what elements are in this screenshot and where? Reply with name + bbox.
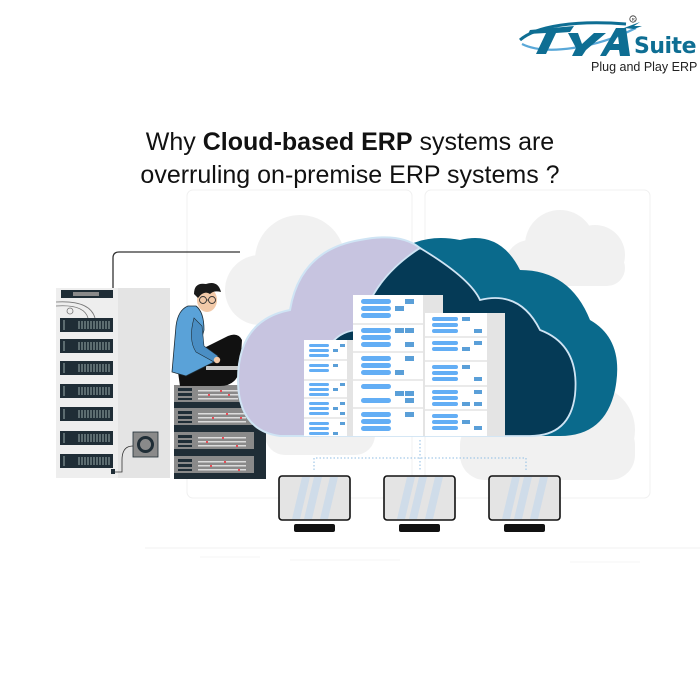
network-connections [313, 440, 527, 470]
svg-text:R: R [632, 17, 636, 22]
person-with-laptop [171, 283, 246, 386]
tya-logo-icon: R [519, 15, 642, 56]
brand-logo: R Suite Plug and Play ERP [516, 14, 698, 76]
logo-suite-text: Suite [634, 34, 697, 59]
cloud-server-racks [304, 295, 505, 436]
on-premise-server-rack [55, 288, 170, 478]
title-line-1: Why Cloud-based ERP systems are [145, 128, 555, 156]
monitor-1 [278, 475, 351, 532]
monitor-2 [383, 475, 456, 532]
page-title: Why Cloud-based ERP systems are overruli… [0, 126, 700, 192]
fan-icon [132, 431, 159, 458]
connector-line [112, 251, 240, 288]
title-line-2: overruling on-premise ERP systems ? [140, 161, 560, 189]
logo-tagline: Plug and Play ERP [591, 60, 698, 74]
monitor-3 [488, 475, 561, 532]
title-emphasis: Cloud-based ERP [202, 128, 413, 156]
